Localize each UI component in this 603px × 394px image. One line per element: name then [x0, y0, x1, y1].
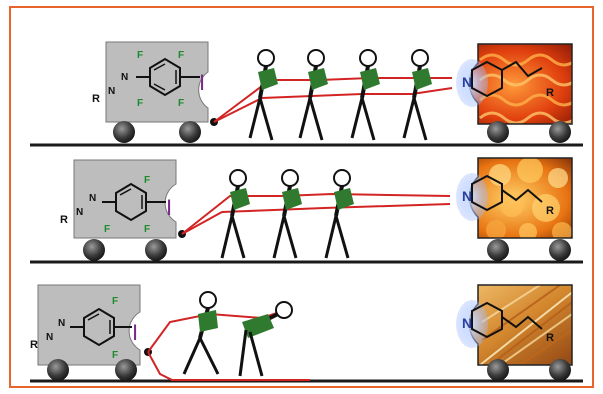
- donor-cart: F F R N N I: [30, 284, 152, 381]
- fluorine-label: F: [144, 224, 150, 235]
- puller: [402, 49, 432, 141]
- iodine-label: I: [132, 320, 138, 345]
- ropes: [147, 311, 310, 381]
- puller: [248, 49, 278, 141]
- fluorine-label: F: [178, 98, 184, 109]
- fluorine-label: F: [137, 98, 143, 109]
- pyridine-nitrogen-label: N: [462, 74, 472, 90]
- fluorine-label: F: [112, 296, 118, 307]
- puller: [182, 291, 220, 375]
- puller: [350, 49, 380, 141]
- fluorine-label: F: [137, 50, 143, 61]
- acceptor-cart: N R: [456, 284, 573, 381]
- iodine-label: I: [199, 70, 205, 95]
- acceptor-cart: N R: [456, 43, 573, 143]
- nitrogen-label: N: [89, 193, 96, 204]
- fluorine-label: F: [112, 350, 118, 361]
- nitrogen-label: N: [76, 207, 83, 218]
- puller: [238, 301, 293, 377]
- nitrogen-label: N: [121, 72, 128, 83]
- r-group-label: R: [30, 339, 38, 351]
- acceptor-cart: N R: [456, 157, 573, 261]
- pyridine-nitrogen-label: N: [462, 315, 472, 331]
- puller: [272, 169, 302, 259]
- row-difluoro: F F R N N I: [30, 284, 583, 383]
- nitrogen-label: N: [46, 332, 53, 343]
- r-group-label: R: [92, 93, 100, 105]
- r-group-label: R: [546, 205, 554, 217]
- r-group-label: R: [546, 87, 554, 99]
- nitrogen-label: N: [58, 318, 65, 329]
- ropes: [181, 192, 451, 235]
- row-trifluoro: F F F R N N I: [30, 157, 583, 264]
- r-group-label: R: [60, 214, 68, 226]
- donor-cart: F F F R N N I: [60, 159, 186, 261]
- fluorine-label: F: [104, 224, 110, 235]
- nitrogen-label: N: [108, 86, 115, 97]
- puller: [298, 49, 328, 141]
- puller: [220, 169, 250, 259]
- pyridine-nitrogen-label: N: [462, 188, 472, 204]
- puller: [324, 169, 354, 259]
- fluorine-label: F: [144, 175, 150, 186]
- row-tetrafluoro: F F F F R N N I: [30, 41, 583, 147]
- r-group-label: R: [546, 332, 554, 344]
- fluorine-label: F: [178, 50, 184, 61]
- iodine-label: I: [166, 195, 172, 220]
- donor-cart: F F F F R N N I: [92, 41, 218, 143]
